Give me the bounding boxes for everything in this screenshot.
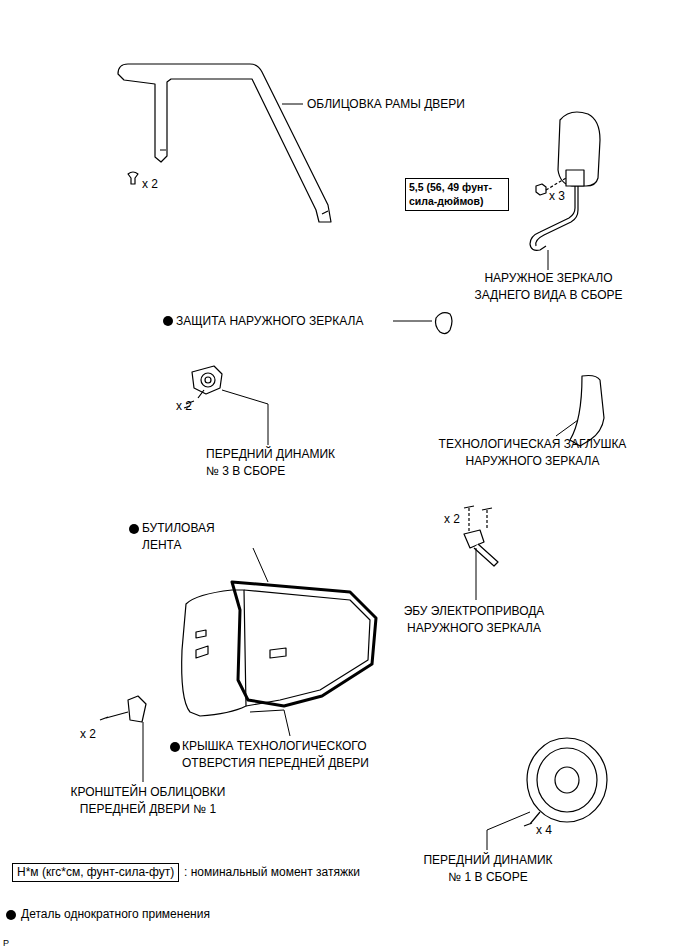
leader-line: [222, 390, 268, 445]
leader-lines: [143, 104, 578, 850]
ecu: [464, 530, 484, 548]
leader-line: [393, 321, 432, 322]
quantity-mark: x 3: [549, 188, 565, 205]
box-text: Н*м (кгс*см, фунт-сила-фут): [17, 865, 174, 880]
part-name: БУТИЛОВАЯ ЛЕНТА: [142, 520, 228, 554]
bracket: [128, 696, 146, 722]
screw: [464, 506, 492, 510]
frame-garnish: [118, 64, 331, 222]
hole-cover: [570, 376, 604, 447]
part-name: ЗАЩИТА НАРУЖНОГО ЗЕРКАЛА: [176, 313, 363, 330]
part-name: НАРУЖНОЕ ЗЕРКАЛО ЗАДНЕГО ВИДА В СБОРЕ: [461, 270, 636, 304]
tweeter-cone: [205, 377, 211, 383]
part-name: КРОНШТЕЙН ОБЛИЦОВКИ ПЕРЕДНЕЙ ДВЕРИ № 1: [60, 784, 236, 818]
part-name: ПЕРЕДНИЙ ДИНАМИК № 1 В СБОРЕ: [420, 852, 556, 886]
nut: [536, 184, 546, 195]
legend-text: : номинальный момент затяжки: [184, 864, 360, 881]
bullet: [170, 742, 180, 752]
mirror-base: [566, 170, 584, 186]
speaker: [527, 738, 607, 822]
part-name: ОБЛИЦОВКА РАМЫ ДВЕРИ: [307, 96, 465, 113]
butyl-tape: [232, 582, 376, 706]
leader-line: [250, 710, 290, 736]
bullet: [163, 316, 173, 326]
page-marker: P: [3, 937, 9, 949]
speaker-cone: [537, 748, 597, 812]
service-hole-cover: [244, 590, 370, 706]
quantity-mark: x 2: [80, 726, 96, 743]
leader-line: [282, 104, 303, 105]
assembly-line: [469, 508, 487, 532]
leader-line: [548, 250, 549, 270]
part-name: ТЕХНОЛОГИЧЕСКАЯ ЗАГЛУШКА НАРУЖНОГО ЗЕРКА…: [430, 436, 635, 470]
screw: [100, 712, 128, 720]
garnish-detail: [160, 150, 328, 214]
mirror-cover: [436, 313, 453, 334]
legend-text: Деталь однократного применения: [21, 906, 210, 923]
quantity-mark: x 2: [444, 511, 460, 528]
leader-line: [253, 548, 268, 582]
quantity-mark: x 2: [142, 176, 158, 193]
mirror-cable: [536, 186, 578, 246]
speaker-cone: [555, 767, 579, 793]
bullet: [6, 910, 16, 920]
legend-torque-box: Н*м (кгс*см, фунт-сила-фут): [12, 863, 179, 882]
part-name: ЭБУ ЭЛЕКТРОПРИВОДА НАРУЖНОГО ЗЕРКАЛА: [390, 603, 558, 637]
leader-line: [143, 722, 144, 782]
quantity-mark: x 2: [176, 398, 192, 415]
part-name: ПЕРЕДНИЙ ДИНАМИК № 3 В СБОРЕ: [206, 446, 342, 480]
bullets: [6, 316, 180, 920]
bullet: [129, 524, 139, 534]
ecu-connector: [474, 544, 498, 566]
quantity-mark: x 4: [536, 822, 552, 839]
tweeter: [192, 366, 222, 394]
leader-line: [487, 812, 530, 850]
leader-line: [476, 548, 477, 600]
mirror-body: [558, 112, 600, 186]
box-text: 5,5 (56, 49 фунт-сила-дюймов): [409, 181, 505, 208]
service-hole-cover: [182, 590, 246, 716]
torque-box: 5,5 (56, 49 фунт-сила-дюймов): [405, 178, 509, 211]
part-name: КРЫШКА ТЕХНОЛОГИЧЕСКОГО ОТВЕРСТИЯ ПЕРЕДН…: [182, 738, 400, 772]
tweeter-cone: [201, 373, 215, 387]
assembly-line: [546, 178, 566, 190]
clip: [128, 172, 138, 184]
leader-line: [556, 420, 578, 436]
cover-detail: [196, 630, 286, 658]
